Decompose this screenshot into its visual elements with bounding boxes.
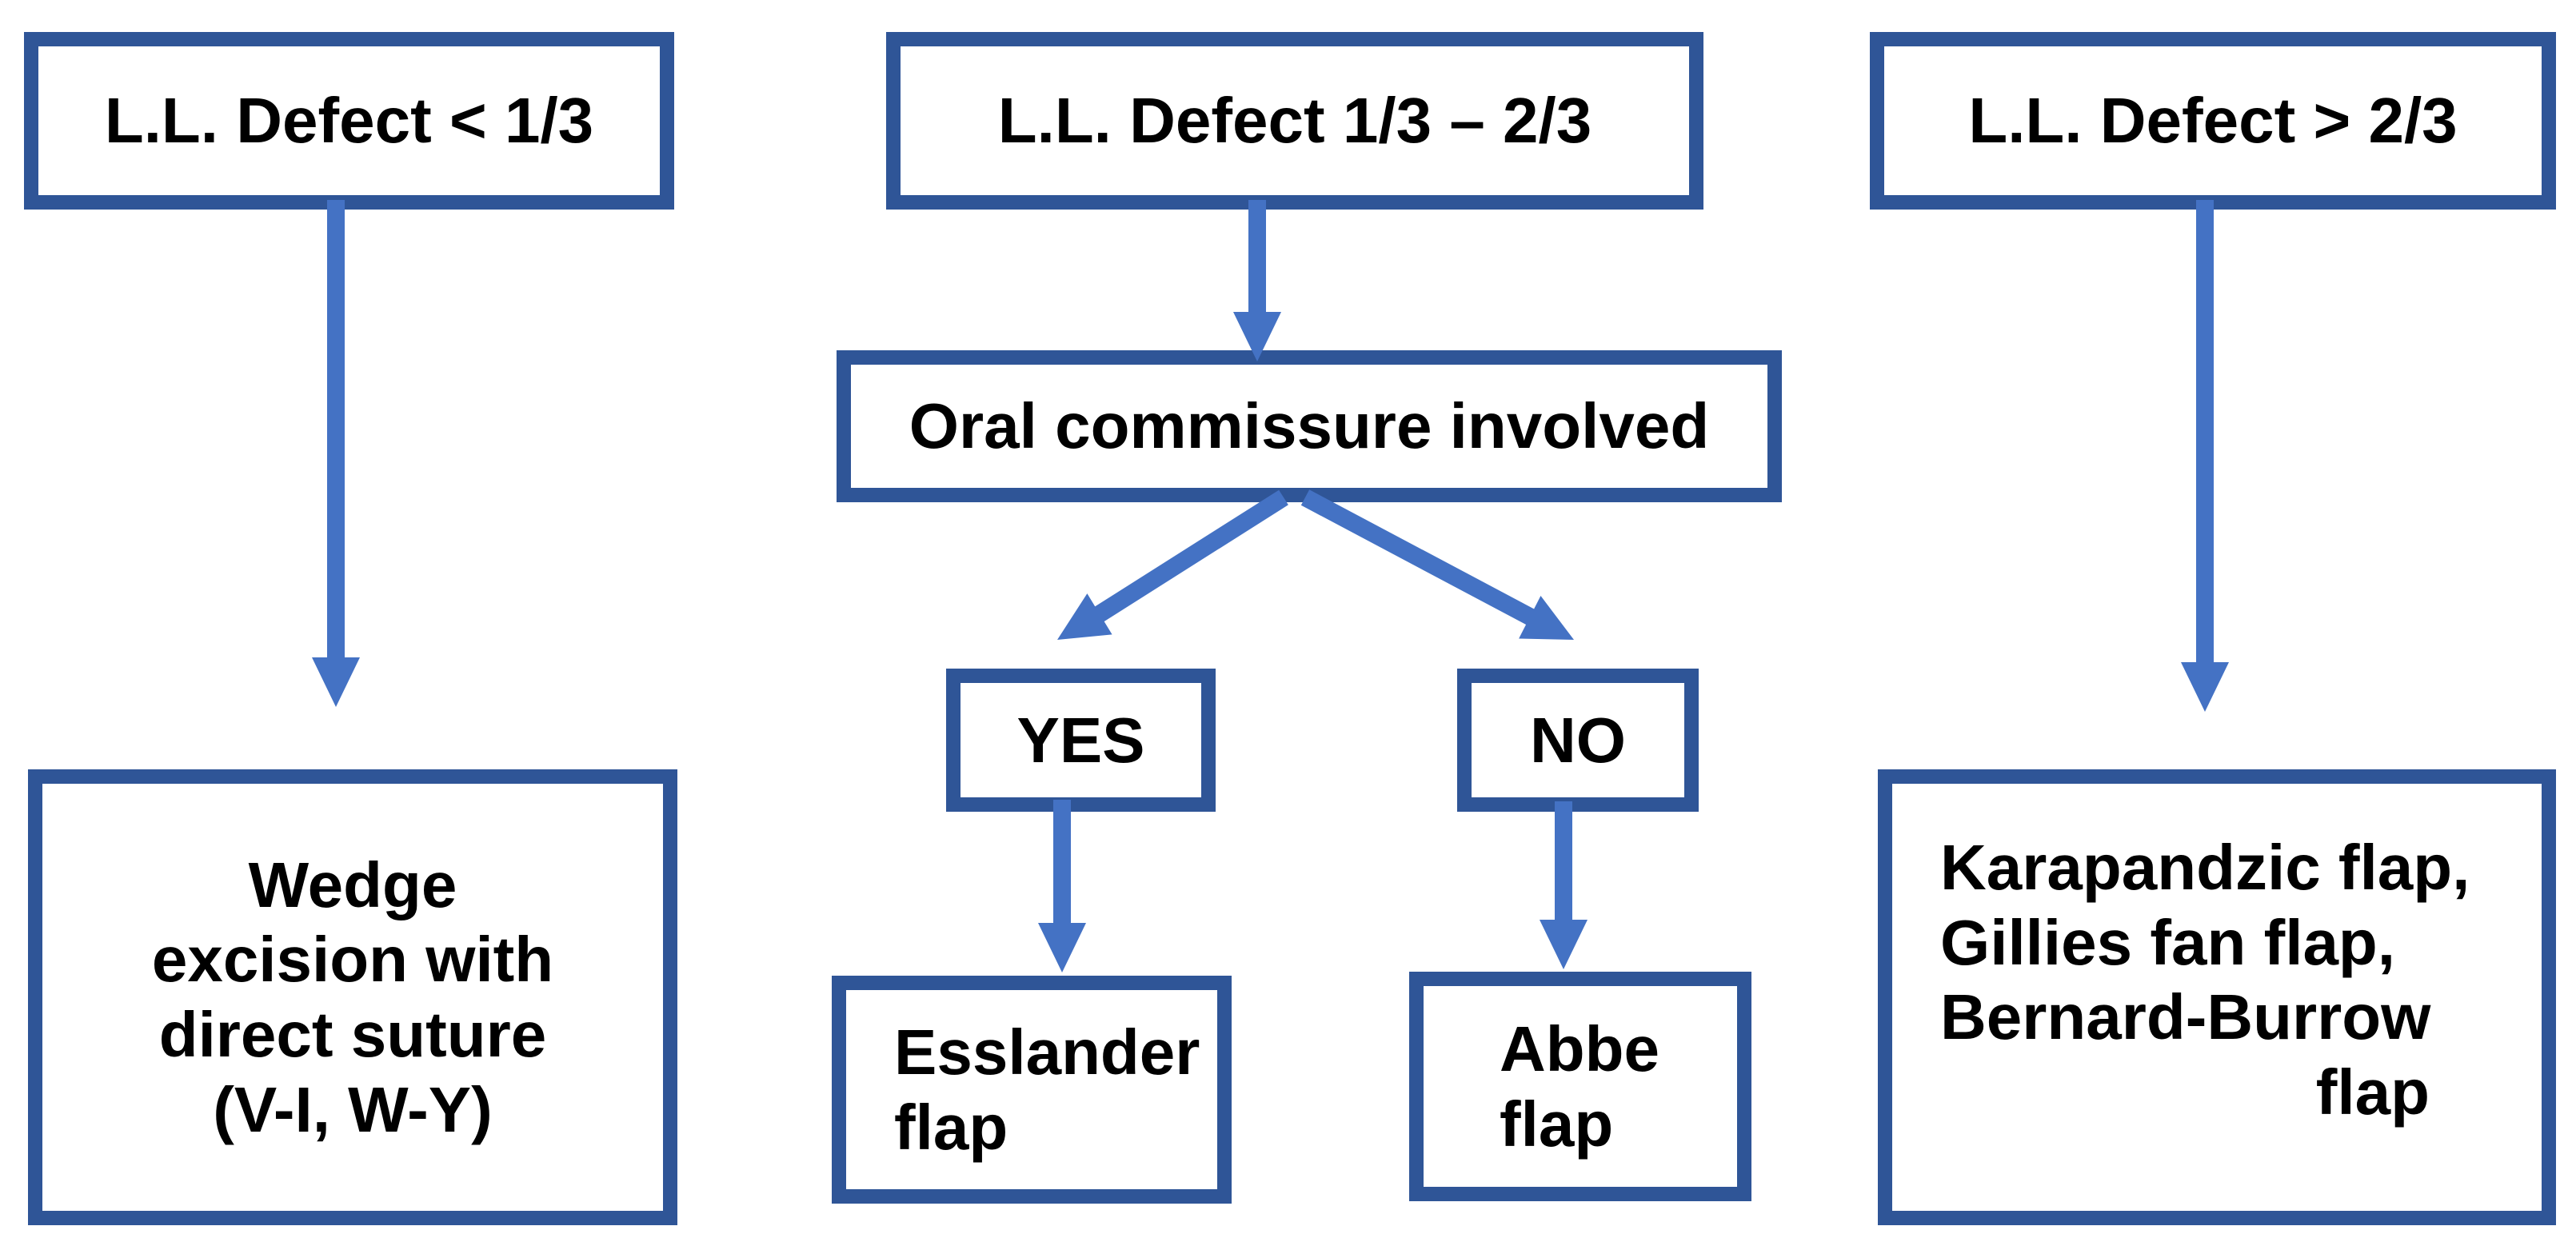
node-abbe-flap-line: Abbe	[1500, 1012, 1659, 1084]
node-karapandzic-line: flap	[2315, 1056, 2430, 1128]
node-defect-lt-one-third: L.L. Defect < 1/3	[24, 32, 674, 210]
node-wedge-excision-line: Wedge	[248, 849, 457, 921]
node-defect-gt-two-thirds: L.L. Defect > 2/3	[1870, 32, 2556, 210]
connector-oral-to-no-arrow	[1300, 489, 1574, 640]
node-karapandzic-line: Bernard-Burrow	[1940, 981, 2431, 1053]
connector-oral-to-yes-arrow	[1057, 489, 1288, 640]
node-karapandzic-line: Karapandzic flap,	[1940, 832, 2470, 903]
node-defect-lt-one-third-label: L.L. Defect < 1/3	[104, 85, 594, 157]
node-karapandzic-gillies-bernard: Karapandzic flap, Gillies fan flap, Bern…	[1878, 769, 2556, 1225]
node-wedge-excision-line: direct suture	[158, 999, 547, 1070]
connector-defect-mid-to-oral-arrow	[1233, 200, 1281, 361]
node-wedge-excision-line: excision with	[151, 924, 554, 996]
node-oral-commissure-label: Oral commissure involved	[909, 390, 1710, 462]
connector-yes-to-esslander-arrow	[1038, 800, 1086, 972]
node-defect-one-to-two-thirds: L.L. Defect 1/3 – 2/3	[886, 32, 1703, 210]
connector-no-to-abbe-arrow	[1540, 801, 1588, 969]
connector-defect-large-to-karapandzic-arrow	[2181, 200, 2229, 712]
node-abbe-flap: Abbe flap	[1409, 972, 1751, 1201]
node-karapandzic-line: Gillies fan flap,	[1940, 906, 2396, 978]
node-yes: YES	[946, 669, 1216, 812]
node-wedge-excision-line: (V-I, W-Y)	[213, 1073, 493, 1145]
node-wedge-excision: Wedge excision with direct suture (V-I, …	[28, 769, 677, 1225]
node-oral-commissure: Oral commissure involved	[837, 350, 1782, 502]
connector-defect-small-to-wedge-arrow	[312, 200, 360, 707]
node-defect-gt-two-thirds-label: L.L. Defect > 2/3	[1968, 85, 2458, 157]
node-esslander-flap: Esslander flap	[832, 976, 1232, 1204]
node-no: NO	[1457, 669, 1699, 812]
node-esslander-flap-line: flap	[894, 1091, 1008, 1163]
node-no-label: NO	[1530, 704, 1626, 776]
node-esslander-flap-line: Esslander	[894, 1016, 1200, 1088]
node-abbe-flap-line: flap	[1500, 1088, 1614, 1160]
node-defect-one-to-two-thirds-label: L.L. Defect 1/3 – 2/3	[997, 85, 1592, 157]
node-yes-label: YES	[1016, 704, 1145, 776]
